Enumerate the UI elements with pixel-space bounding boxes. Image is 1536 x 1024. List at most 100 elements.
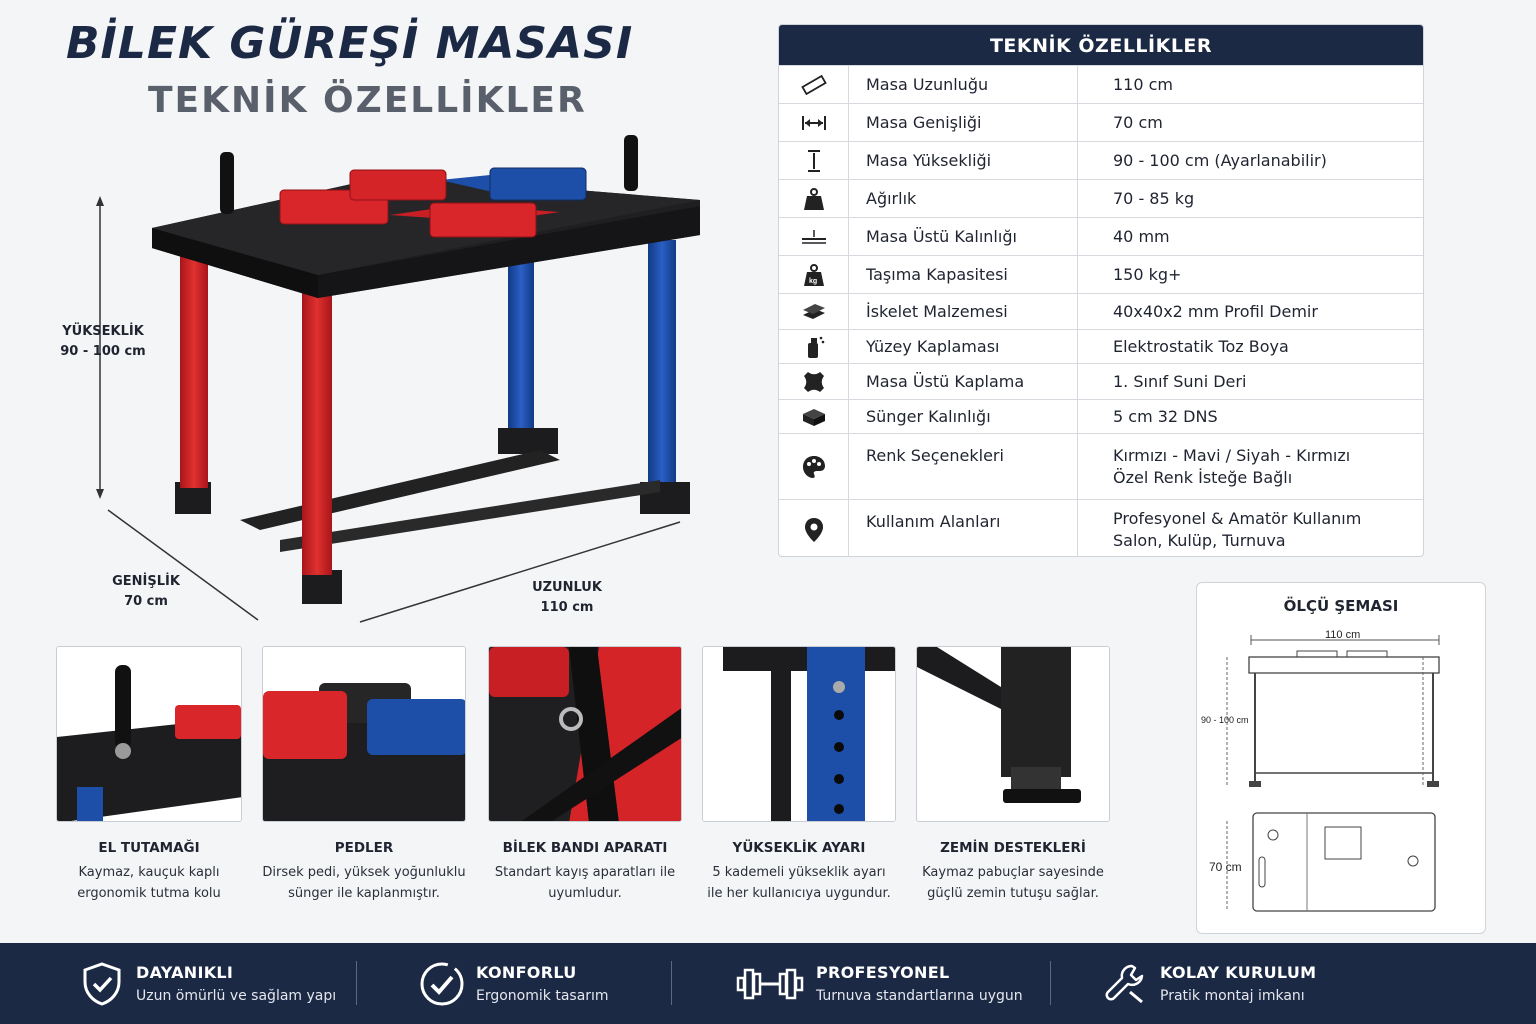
card-wrist-strap-text-line2: uyumludur. xyxy=(548,886,622,901)
card-height-adjust-text-line1: 5 kademeli yükseklik ayarı xyxy=(712,865,886,880)
spec-value-line: 70 cm xyxy=(1113,112,1163,132)
product-illustration: YÜKSEKLİK 90 - 100 cm GENİŞLİK 70 cm UZU… xyxy=(40,120,760,640)
length-value: 110 cm xyxy=(540,600,594,615)
spec-label: Yüzey Kaplaması xyxy=(849,330,1078,363)
feature-divider xyxy=(671,961,672,1005)
scheme-width-label: 70 cm xyxy=(1209,860,1242,874)
card-floor-supports-text-line1: Kaymaz pabuçlar sayesinde xyxy=(922,865,1104,880)
card-height-adjust-text: 5 kademeli yükseklik ayarı ile her kulla… xyxy=(702,862,896,904)
steel-bar-icon xyxy=(779,294,849,329)
feature-durable-title: DAYANIKLI xyxy=(136,963,234,982)
feature-comfort: KONFORLU Ergonomik tasarım xyxy=(418,943,609,1024)
height-value: 90 - 100 cm xyxy=(60,344,146,359)
ruler-icon xyxy=(779,66,849,103)
feature-professional-title: PROFESYONEL xyxy=(816,963,950,982)
spec-value: 110 cm xyxy=(1078,66,1423,103)
card-height-adjust-photo xyxy=(702,646,896,822)
pads-photo-icon xyxy=(263,647,465,821)
card-wrist-strap-text: Standart kayış aparatları ile uyumludur. xyxy=(488,862,682,904)
spec-table-title: TEKNİK ÖZELLİKLER xyxy=(779,25,1423,65)
spec-label: Masa Üstü Kaplama xyxy=(849,364,1078,399)
card-handle-text-line2: ergonomik tutma kolu xyxy=(77,886,221,901)
spec-value-line: 110 cm xyxy=(1113,74,1174,94)
card-pads-text-line2: sünger ile kaplanmıştır. xyxy=(288,886,440,901)
thickness-icon xyxy=(779,218,849,255)
check-circle-icon xyxy=(418,960,466,1008)
card-handle-text: Kaymaz, kauçuk kaplı ergonomik tutma kol… xyxy=(56,862,242,904)
page-subtitle: TEKNİK ÖZELLİKLER xyxy=(148,80,587,121)
spec-rows: Masa Uzunluğu 110 cm Masa Genişliği 70 cm Ma… xyxy=(779,65,1423,556)
spec-value: Elektrostatik Toz Boya xyxy=(1078,330,1423,363)
spec-label: Ağırlık xyxy=(849,180,1078,217)
scheme-height-label: 90 - 100 cm xyxy=(1201,715,1249,725)
spec-label: İskelet Malzemesi xyxy=(849,294,1078,329)
palette-icon xyxy=(779,434,849,499)
card-floor-supports: ZEMİN DESTEKLERİ Kaymaz pabuçlar sayesin… xyxy=(916,646,1110,904)
spec-value: 90 - 100 cm (Ayarlanabilir) xyxy=(1078,142,1423,179)
spec-label: Renk Seçenekleri xyxy=(849,434,1078,499)
measurement-scheme: ÖLÇÜ ŞEMASI 110 cm xyxy=(1196,582,1486,934)
card-handle: EL TUTAMAĞI Kaymaz, kauçuk kaplı ergonom… xyxy=(56,646,242,904)
spec-label: Masa Üstü Kalınlığı xyxy=(849,218,1078,255)
card-wrist-strap-title: BİLEK BANDI APARATI xyxy=(502,840,668,856)
floor-supports-photo-icon xyxy=(917,647,1109,821)
strap-photo-icon xyxy=(489,647,681,821)
card-wrist-strap: BİLEK BANDI APARATI Standart kayış apara… xyxy=(488,646,682,904)
feature-easy-install-title: KOLAY KURULUM xyxy=(1160,963,1317,982)
spec-value: 40 mm xyxy=(1078,218,1423,255)
card-wrist-strap-text-line1: Standart kayış aparatları ile xyxy=(494,865,676,880)
card-pads-text: Dirsek pedi, yüksek yoğunluklu sünger il… xyxy=(262,862,466,904)
spec-value: 70 cm xyxy=(1078,104,1423,141)
card-floor-supports-text: Kaymaz pabuçlar sayesinde güçlü zemin tu… xyxy=(916,862,1110,904)
scheme-title: ÖLÇÜ ŞEMASI xyxy=(1283,597,1399,615)
card-pads-title: PEDLER xyxy=(334,840,394,856)
card-pads: PEDLER Dirsek pedi, yüksek yoğunluklu sü… xyxy=(262,646,466,904)
card-pads-text-line1: Dirsek pedi, yüksek yoğunluklu xyxy=(262,865,466,880)
spec-value-line: 5 cm 32 DNS xyxy=(1113,406,1218,426)
spec-row: Masa Uzunluğu 110 cm xyxy=(779,65,1423,103)
card-height-adjust-title: YÜKSEKLİK AYARI xyxy=(732,840,866,856)
spec-value-line: 40x40x2 mm Profil Demir xyxy=(1113,301,1318,321)
spec-value: 70 - 85 kg xyxy=(1078,180,1423,217)
location-icon xyxy=(779,500,849,556)
spec-value: 40x40x2 mm Profil Demir xyxy=(1078,294,1423,329)
scheme-drawing: 110 cm 90 - 100 cm 70 cm xyxy=(1201,629,1440,912)
feature-divider xyxy=(356,961,357,1005)
spec-value-line: Salon, Kulüp, Turnuva xyxy=(1113,530,1286,550)
card-height-adjust-text-line2: ile her kullanıcıya uygundur. xyxy=(707,886,891,901)
svg-text:kg: kg xyxy=(809,278,817,285)
sponge-icon xyxy=(779,400,849,433)
spec-value: 150 kg+ xyxy=(1078,256,1423,293)
card-handle-text-line1: Kaymaz, kauçuk kaplı xyxy=(78,865,220,880)
wrench-icon xyxy=(1102,960,1150,1008)
width-arrows-icon xyxy=(779,104,849,141)
spec-value-line: 40 mm xyxy=(1113,226,1170,246)
shield-check-icon xyxy=(78,960,126,1008)
spec-row: İskelet Malzemesi 40x40x2 mm Profil Demir xyxy=(779,293,1423,329)
spec-value-line: 1. Sınıf Suni Deri xyxy=(1113,371,1247,391)
spec-label: Masa Genişliği xyxy=(849,104,1078,141)
spec-value-line: Kırmızı - Mavi / Siyah - Kırmızı xyxy=(1113,445,1351,465)
length-dimension-label: UZUNLUK 110 cm xyxy=(512,578,622,618)
card-handle-title: EL TUTAMAĞI xyxy=(98,840,200,856)
spec-value-line: Elektrostatik Toz Boya xyxy=(1113,336,1289,356)
feature-durable: DAYANIKLI Uzun ömürlü ve sağlam yapı xyxy=(78,943,336,1024)
spec-row: Yüzey Kaplaması Elektrostatik Toz Boya xyxy=(779,329,1423,363)
feature-professional: PROFESYONEL Turnuva standartlarına uygun xyxy=(734,943,1023,1024)
table-drawing xyxy=(96,135,700,623)
scheme-length-label: 110 cm xyxy=(1325,629,1360,641)
height-arrow-icon xyxy=(779,142,849,179)
weight-icon xyxy=(779,180,849,217)
length-label: UZUNLUK xyxy=(532,580,602,595)
spec-label: Masa Uzunluğu xyxy=(849,66,1078,103)
features-bar: DAYANIKLI Uzun ömürlü ve sağlam yapı KON… xyxy=(0,943,1536,1024)
spec-value-line: 90 - 100 cm (Ayarlanabilir) xyxy=(1113,150,1327,170)
card-floor-supports-photo xyxy=(916,646,1110,822)
width-value: 70 cm xyxy=(124,594,168,609)
